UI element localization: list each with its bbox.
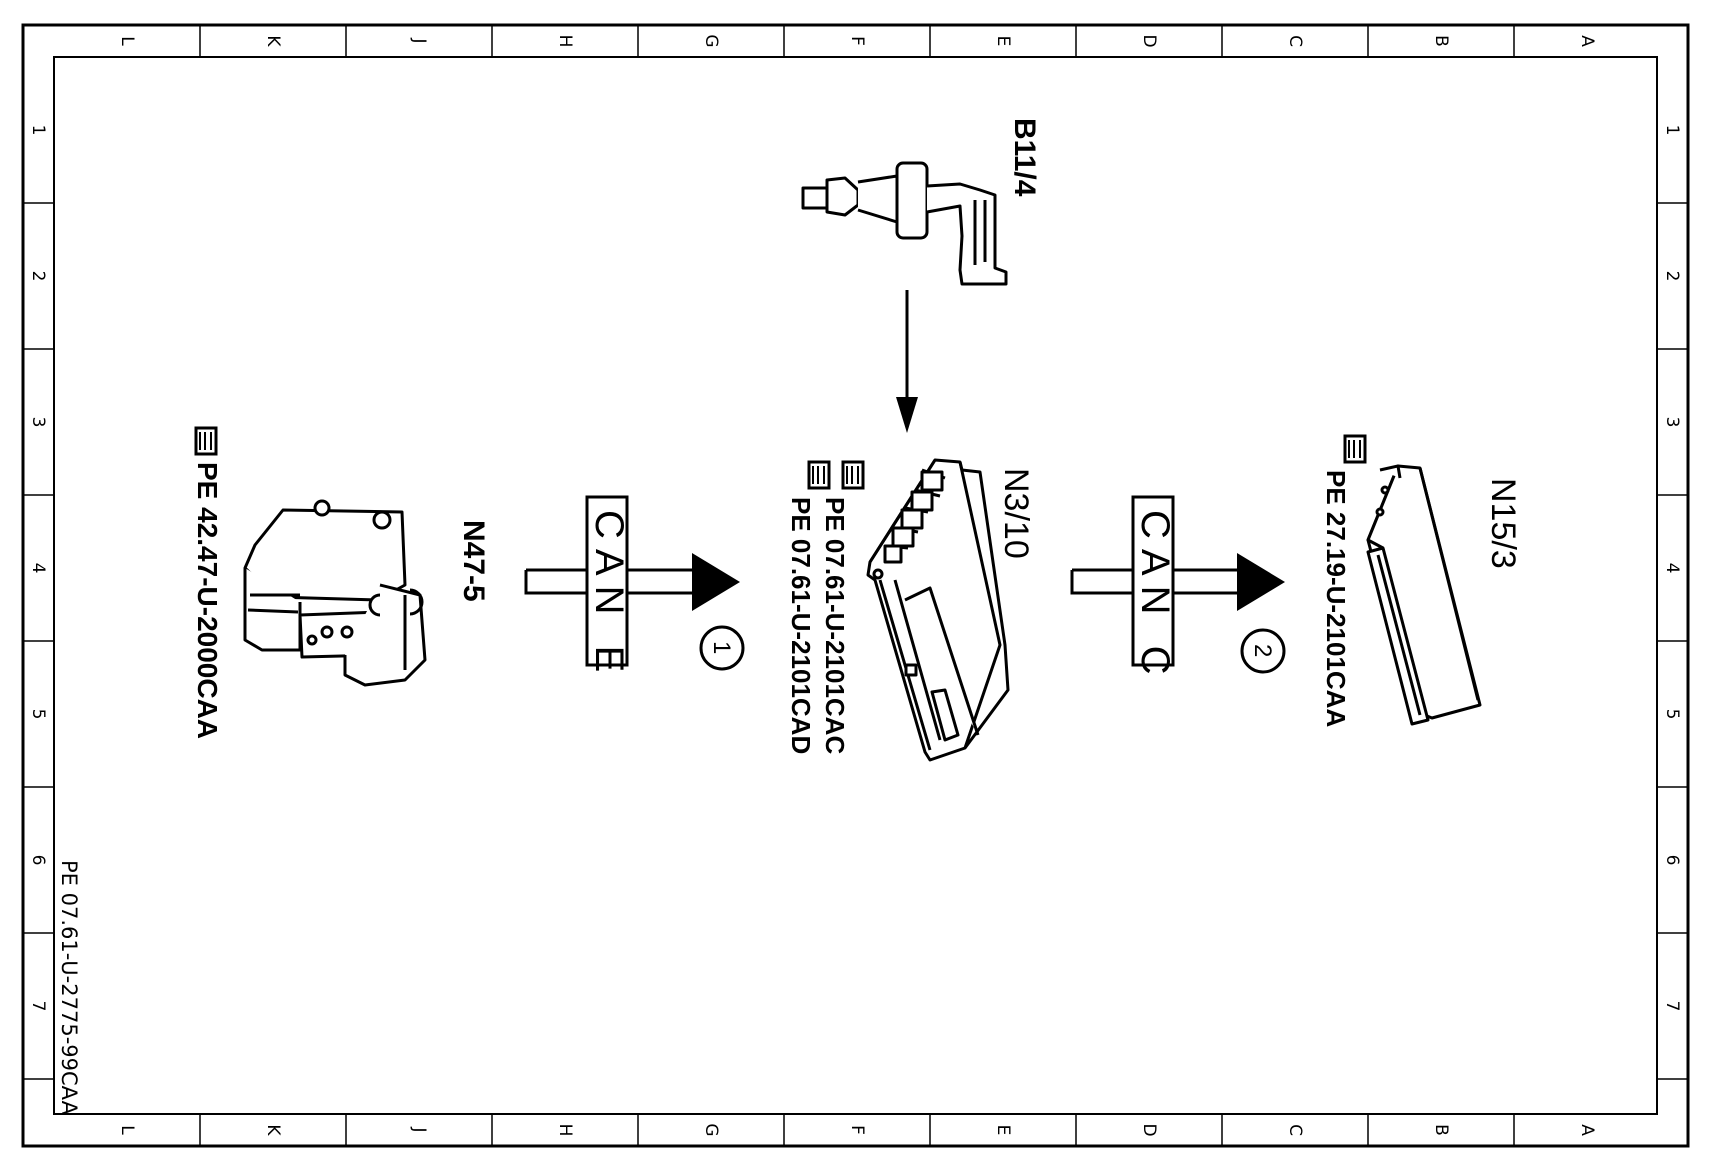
module-id: N15/3 xyxy=(1484,478,1522,569)
grid-column-label-top: L xyxy=(117,36,137,46)
grid-row-label-left: 2 xyxy=(28,271,48,282)
inner-frame xyxy=(53,56,1658,1115)
control-unit xyxy=(866,458,1010,762)
grid-row-label-left: 1 xyxy=(28,125,48,136)
grid-column-label-bottom: A xyxy=(1577,1124,1597,1136)
connection-number-1: 1 xyxy=(708,641,735,654)
grid-row-label-right: 3 xyxy=(1662,417,1682,428)
grid-ticks xyxy=(23,25,1688,1146)
sensor-arrow xyxy=(896,290,918,433)
grid-row-label-right: 5 xyxy=(1662,709,1682,720)
grid-column-label-top: K xyxy=(263,35,283,47)
grid-row-label-left: 5 xyxy=(28,709,48,720)
grid-column-label-top: A xyxy=(1577,35,1597,47)
connection-marker-1 xyxy=(699,625,745,671)
grid-column-label-bottom: B xyxy=(1431,1124,1451,1136)
connection-number-2: 2 xyxy=(1249,644,1276,657)
diagram-id: PE 07.61-U-2775-99CAA xyxy=(57,860,81,1116)
grid-column-label-bottom: J xyxy=(409,1126,429,1132)
grid-row-label-right: 1 xyxy=(1662,125,1682,136)
grid-column-label-top: B xyxy=(1431,35,1451,47)
outer-frame xyxy=(21,23,1690,1148)
control-unit-id: N3/10 xyxy=(997,468,1035,559)
grid-column-label-bottom: F xyxy=(847,1125,867,1135)
can-e-bus xyxy=(524,495,740,667)
grid-row-label-right: 4 xyxy=(1662,563,1682,574)
grid-row-label-left: 6 xyxy=(28,855,48,866)
grid-row-label-left: 4 xyxy=(28,563,48,574)
control-unit-ref-1: PE 07.61-U-2101CAC xyxy=(820,497,850,754)
grid-column-label-top: F xyxy=(847,36,867,46)
grid-column-label-top: C xyxy=(1285,35,1305,47)
pointing-hand-icon xyxy=(1343,434,1367,464)
pointing-hand-icon xyxy=(194,426,218,456)
grid-column-label-bottom: E xyxy=(993,1125,1013,1136)
grid-column-label-bottom: K xyxy=(263,1124,283,1136)
can-c-bus xyxy=(1070,495,1285,667)
grid-row-label-left: 7 xyxy=(28,1001,48,1012)
grid-labels: L L K K J J H H G G F F E E D D C C B B A A 1 1 2 2 3 3 4 4 5 5 6 6 7 7 xyxy=(28,34,1682,1136)
grid-column-label-bottom: H xyxy=(555,1124,575,1137)
pointing-hand-icon xyxy=(807,460,831,490)
can-c-label: CAN C xyxy=(1133,510,1177,684)
grid-row-label-right: 7 xyxy=(1662,1001,1682,1012)
can-e-label: CAN E xyxy=(587,510,631,682)
grid-column-label-top: G xyxy=(701,34,721,47)
sensor-id: B11/4 xyxy=(1008,118,1041,197)
grid-column-label-top: E xyxy=(993,36,1013,47)
grid-column-label-top: H xyxy=(555,35,575,48)
grid-row-label-right: 6 xyxy=(1662,855,1682,866)
connection-marker-2 xyxy=(1240,628,1286,674)
grid-column-label-bottom: G xyxy=(701,1123,721,1136)
grid-row-label-right: 2 xyxy=(1662,271,1682,282)
grid-column-label-bottom: C xyxy=(1285,1124,1305,1136)
grid-column-label-bottom: L xyxy=(117,1125,137,1135)
grid-column-label-bottom: D xyxy=(1139,1123,1159,1136)
transmission-module xyxy=(1366,464,1482,726)
abs-unit-ref: PE 42.47-U-2000CAA xyxy=(192,462,223,739)
pointing-hand-icon xyxy=(841,460,865,490)
module-ref: PE 27.19-U-2101CAA xyxy=(1321,470,1351,727)
temperature-sensor xyxy=(801,161,1008,286)
grid-row-label-left: 3 xyxy=(28,417,48,428)
grid-column-label-top: J xyxy=(409,37,429,43)
control-unit-ref-2: PE 07.61-U-2101CAD xyxy=(786,497,816,754)
grid-column-label-top: D xyxy=(1139,34,1159,47)
abs-unit-id: N47-5 xyxy=(457,520,490,602)
abs-hydraulic-unit xyxy=(243,499,427,687)
